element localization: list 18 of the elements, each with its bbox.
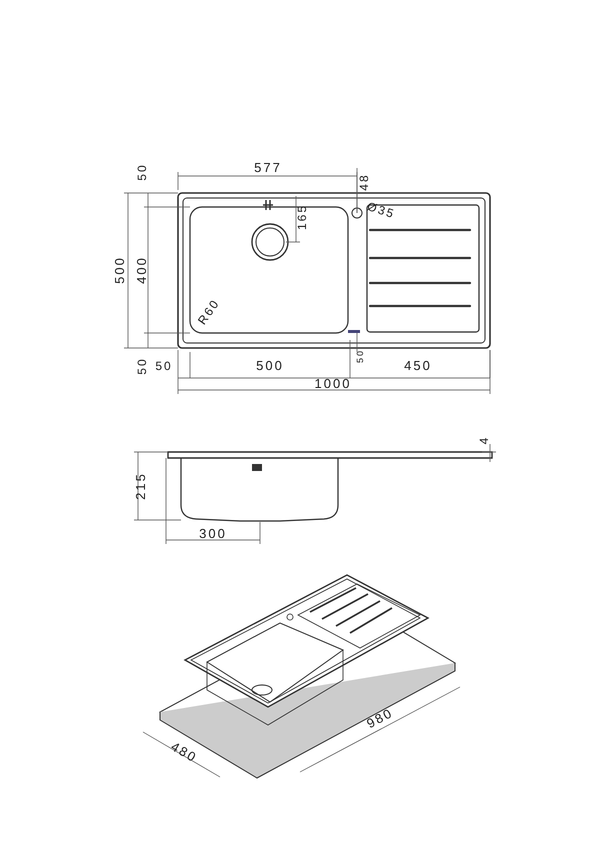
dimension-label: 480 bbox=[168, 738, 200, 766]
dimension-label: 50 bbox=[135, 357, 149, 375]
dimension-label: 1000 bbox=[314, 376, 352, 391]
dimension-label: 450 bbox=[404, 358, 432, 373]
dimension-label: 165 bbox=[295, 204, 309, 230]
dimension-label: 50 bbox=[155, 359, 173, 373]
dimension-label: 48 bbox=[357, 173, 371, 191]
dimension-label: 500 bbox=[112, 256, 127, 284]
dimension-label: 4 bbox=[477, 436, 491, 444]
dimension-label: 577 bbox=[254, 160, 282, 175]
dimension-label: 500 bbox=[256, 358, 284, 373]
dimension-label: Ø35 bbox=[365, 199, 398, 222]
dimension-label: 400 bbox=[134, 256, 149, 284]
dimension-label: 50 bbox=[135, 163, 149, 181]
dimension-label: 215 bbox=[133, 472, 148, 500]
dimension-label: 50 bbox=[355, 349, 365, 363]
dimension-label: 300 bbox=[199, 526, 227, 541]
dimension-label: 980 bbox=[364, 704, 396, 732]
